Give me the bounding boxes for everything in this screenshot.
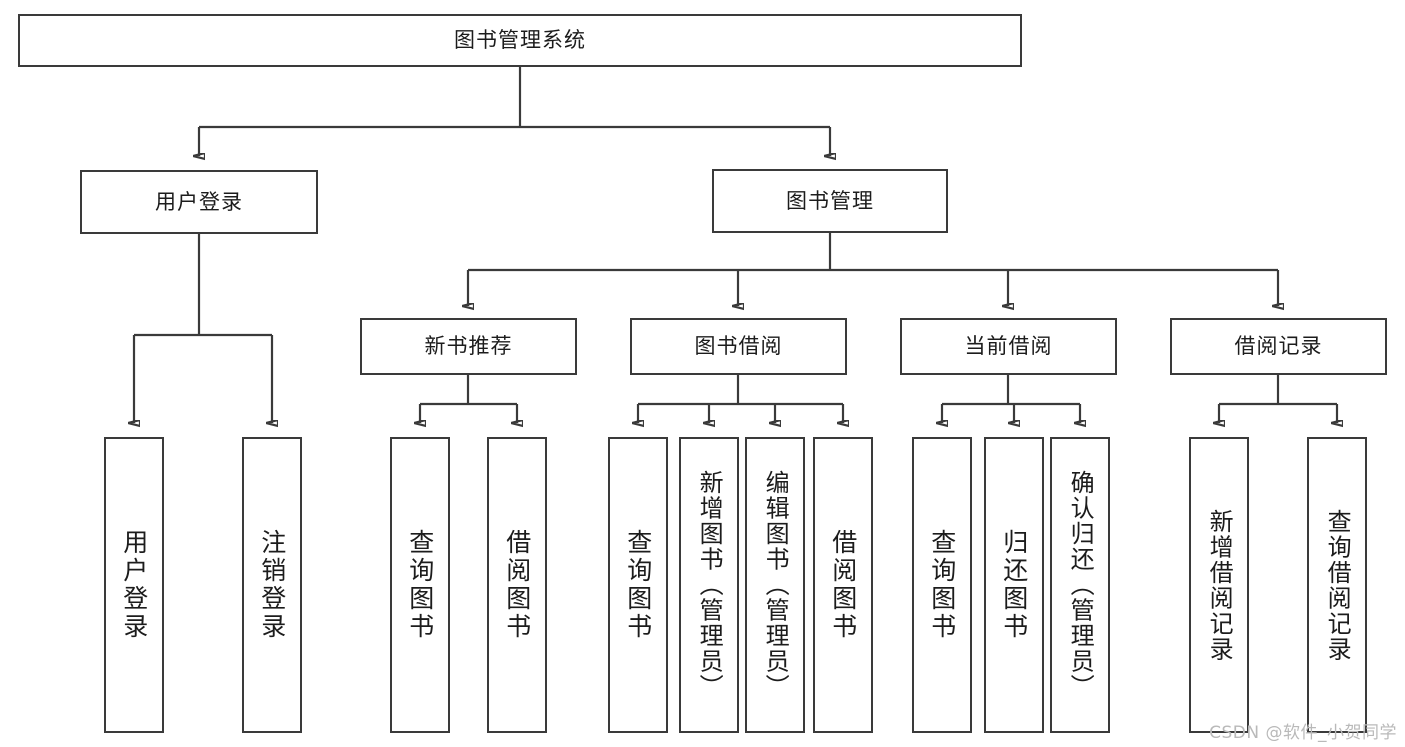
leaf-edit-book-admin[interactable]: 编辑图书（管理员） [745, 437, 805, 733]
node-new-book-recommend[interactable]: 新书推荐 [360, 318, 577, 375]
watermark: CSDN @软件_小贺同学 [1209, 723, 1397, 743]
node-root-label: 图书管理系统 [454, 28, 586, 53]
leaf-confirm-return[interactable]: 确认归还（管理员） [1050, 437, 1110, 733]
leaf-borrow-book-2[interactable]: 借阅图书 [813, 437, 873, 733]
leaf-borrow-book-1-label: 借阅图书 [502, 529, 532, 641]
leaf-query-book-3[interactable]: 查询图书 [912, 437, 972, 733]
leaf-query-borrow-record[interactable]: 查询借阅记录 [1307, 437, 1367, 733]
leaf-return-book[interactable]: 归还图书 [984, 437, 1044, 733]
leaf-logout-label: 注销登录 [257, 529, 287, 641]
leaf-add-borrow-record-label: 新增借阅记录 [1205, 508, 1234, 662]
leaf-query-book-2[interactable]: 查询图书 [608, 437, 668, 733]
leaf-confirm-return-label: 确认归还（管理员） [1066, 470, 1095, 700]
leaf-borrow-book-2-label: 借阅图书 [828, 529, 858, 641]
leaf-logout[interactable]: 注销登录 [242, 437, 302, 733]
leaf-user-login[interactable]: 用户登录 [104, 437, 164, 733]
leaf-edit-book-admin-label: 编辑图书（管理员） [761, 470, 790, 700]
node-book-borrow[interactable]: 图书借阅 [630, 318, 847, 375]
leaf-query-book-3-label: 查询图书 [927, 529, 957, 641]
node-borrow-record[interactable]: 借阅记录 [1170, 318, 1387, 375]
node-new-book-recommend-label: 新书推荐 [424, 334, 513, 359]
leaf-user-login-label: 用户登录 [119, 529, 149, 641]
leaf-return-book-label: 归还图书 [999, 529, 1029, 641]
leaf-add-book-admin[interactable]: 新增图书（管理员） [679, 437, 739, 733]
leaf-add-book-admin-label: 新增图书（管理员） [695, 470, 724, 700]
node-book-management[interactable]: 图书管理 [712, 169, 948, 233]
node-user-login-label: 用户登录 [155, 189, 243, 214]
leaf-query-book-2-label: 查询图书 [623, 529, 653, 641]
leaf-borrow-book-1[interactable]: 借阅图书 [487, 437, 547, 733]
node-root[interactable]: 图书管理系统 [18, 14, 1022, 67]
node-book-borrow-label: 图书借阅 [694, 334, 783, 359]
node-book-management-label: 图书管理 [786, 188, 874, 213]
leaf-query-book-1-label: 查询图书 [405, 529, 435, 641]
node-user-login[interactable]: 用户登录 [80, 170, 318, 234]
node-current-borrow-label: 当前借阅 [964, 334, 1053, 359]
leaf-query-book-1[interactable]: 查询图书 [390, 437, 450, 733]
node-current-borrow[interactable]: 当前借阅 [900, 318, 1117, 375]
leaf-add-borrow-record[interactable]: 新增借阅记录 [1189, 437, 1249, 733]
leaf-query-borrow-record-label: 查询借阅记录 [1323, 508, 1352, 662]
node-borrow-record-label: 借阅记录 [1234, 334, 1323, 359]
